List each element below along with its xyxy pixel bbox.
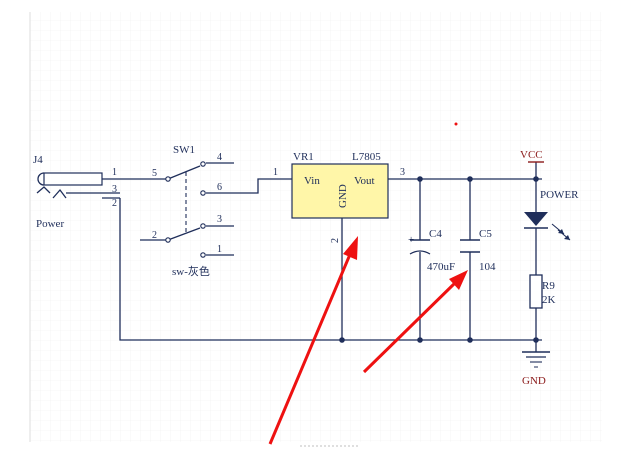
vr1-value: L7805 [352, 151, 381, 163]
j4-ref: J4 [33, 154, 43, 166]
jack-spring-contact [36, 186, 51, 194]
sw1-value: sw-灰色 [172, 264, 210, 278]
led-diode-symbol [524, 212, 548, 226]
jack-barrel-end [37, 172, 45, 186]
jack-spring-contact-2 [52, 188, 67, 199]
vcc-label: VCC [520, 149, 543, 161]
sw1-ref: SW1 [173, 144, 195, 156]
c4-value: 470uF [427, 261, 455, 273]
sw1-pin-3: 3 [217, 214, 222, 225]
regulator-vr1[interactable]: VR1 L7805 Vin Vout GND 1 3 2 [273, 151, 405, 243]
regulator-body [291, 163, 389, 219]
wires [66, 162, 542, 352]
vr1-vout-label: Vout [354, 175, 375, 187]
sw1-pin-4: 4 [217, 152, 222, 163]
r9-value: 2K [542, 294, 556, 306]
gnd-power-port[interactable]: GND [522, 351, 550, 387]
led-value: POWER [540, 189, 579, 201]
sw1-pin-1: 1 [217, 244, 222, 255]
capacitor-c4[interactable]: + C4 470uF [408, 228, 455, 273]
capacitor-c5[interactable]: C5 104 [460, 228, 496, 273]
sw1-pin-2: 2 [152, 230, 157, 241]
c4-polarity: + [408, 234, 414, 246]
annotation-arrow-to-capacitors [362, 270, 468, 374]
c4-ref: C4 [429, 228, 442, 240]
r9-ref: R9 [542, 280, 555, 292]
annotation-arrow-to-regulator-gnd [268, 236, 358, 445]
j4-pin-1: 1 [112, 167, 117, 178]
j4-value: Power [36, 218, 64, 230]
sw1-pin-5: 5 [152, 168, 157, 179]
resistor-body [529, 274, 543, 309]
vr1-ref: VR1 [293, 151, 314, 163]
vr1-vin-label: Vin [304, 175, 320, 187]
c5-ref: C5 [479, 228, 492, 240]
sw1-pin-6: 6 [217, 182, 222, 193]
vr1-pin-gnd: 2 [330, 238, 341, 243]
junction-dots [339, 176, 539, 343]
led-power[interactable]: POWER [524, 189, 579, 241]
vr1-gnd-label: GND [337, 184, 349, 208]
vr1-pin-out: 3 [400, 167, 405, 178]
vcc-power-port[interactable]: VCC [520, 149, 544, 163]
gnd-label: GND [522, 375, 546, 387]
jack-barrel [43, 172, 103, 186]
c5-value: 104 [479, 261, 496, 273]
switch-sw1[interactable]: SW1 5 4 6 2 3 1 sw-灰色 [152, 144, 222, 278]
vr1-pin-in: 1 [273, 167, 278, 178]
grid-background [30, 12, 602, 442]
resistor-r9[interactable]: R9 2K [529, 274, 556, 309]
j4-pin-3: 3 [112, 184, 117, 195]
j4-pin-2: 2 [112, 198, 117, 209]
stray-red-mark [454, 122, 458, 126]
